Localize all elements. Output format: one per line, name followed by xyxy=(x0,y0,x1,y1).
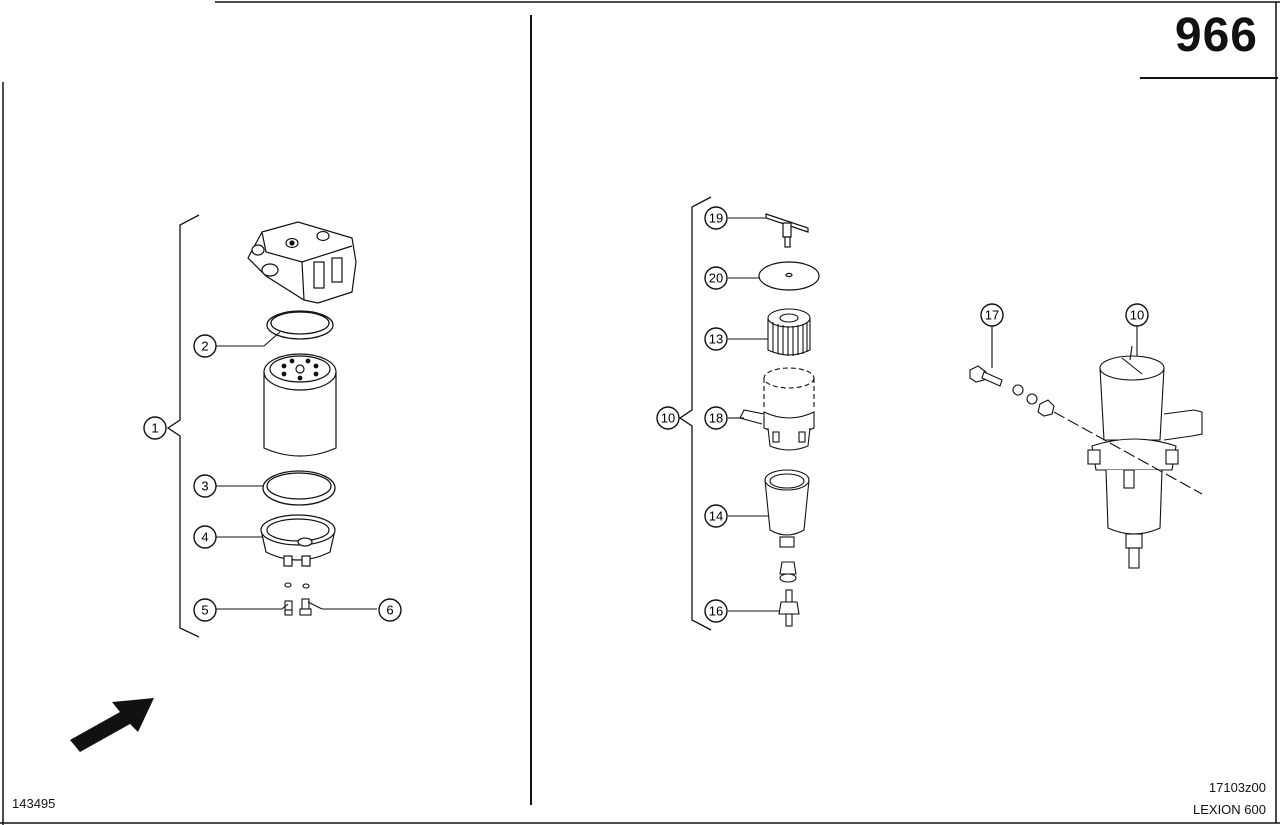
model-name: LEXION 600 xyxy=(1193,802,1266,817)
housing-clamp-18 xyxy=(739,367,815,451)
callout-14: 14 xyxy=(704,504,728,528)
callout-2: 2 xyxy=(193,334,217,358)
drain-plugs-5-6 xyxy=(284,582,312,616)
svg-text:1: 1 xyxy=(151,421,158,436)
callout-17: 17 xyxy=(980,303,1004,327)
svg-text:10: 10 xyxy=(661,411,675,426)
direction-arrow xyxy=(70,698,154,752)
drain-valve-16 xyxy=(778,589,800,627)
leader-lines-left xyxy=(216,331,377,610)
svg-text:20: 20 xyxy=(709,271,723,286)
water-bowl-14 xyxy=(764,469,810,583)
filter-bowl-4 xyxy=(260,514,336,567)
svg-text:19: 19 xyxy=(709,211,723,226)
callout-1: 1 xyxy=(143,416,167,440)
svg-text:18: 18 xyxy=(709,411,723,426)
callout-6: 6 xyxy=(378,598,402,622)
svg-text:2: 2 xyxy=(201,339,208,354)
filter-cartridge xyxy=(263,353,337,457)
svg-text:10: 10 xyxy=(1130,308,1144,323)
t-handle-screw-19 xyxy=(765,213,809,248)
cover-disc-20 xyxy=(758,261,820,291)
callout-19: 19 xyxy=(704,206,728,230)
callouts: 1 2 3 4 5 6 10 19 20 13 18 14 16 17 10 xyxy=(143,206,1149,623)
callout-4: 4 xyxy=(193,525,217,549)
svg-text:6: 6 xyxy=(386,603,393,618)
callout-18: 18 xyxy=(704,406,728,430)
callout-10-assembly: 10 xyxy=(1125,303,1149,327)
svg-text:14: 14 xyxy=(709,509,723,524)
filter-head-part xyxy=(247,221,357,304)
callout-20: 20 xyxy=(704,266,728,290)
svg-text:17: 17 xyxy=(985,308,999,323)
callout-3: 3 xyxy=(193,474,217,498)
assembly-brace-middle xyxy=(678,196,712,631)
leader-lines-right xyxy=(991,326,1138,368)
drawing-id-right: 17103z00 xyxy=(1208,780,1266,795)
callout-10-brace: 10 xyxy=(656,406,680,430)
callout-5: 5 xyxy=(193,598,217,622)
leader-lines-middle xyxy=(728,217,780,612)
callout-13: 13 xyxy=(704,327,728,351)
seal-ring-2 xyxy=(266,310,334,340)
bolt-set-17 xyxy=(969,365,1203,495)
seal-ring-3 xyxy=(262,470,336,506)
drawing-id-left: 143495 xyxy=(12,796,56,811)
svg-text:16: 16 xyxy=(709,604,723,619)
filter-element-13 xyxy=(767,308,811,356)
svg-text:3: 3 xyxy=(201,479,208,494)
svg-text:5: 5 xyxy=(201,603,208,618)
page-number: 966 xyxy=(1174,9,1258,62)
svg-text:13: 13 xyxy=(709,332,723,347)
assembly-brace-left xyxy=(166,214,200,638)
svg-text:4: 4 xyxy=(201,530,208,545)
assembled-fuel-filter xyxy=(1087,345,1203,569)
callout-16: 16 xyxy=(704,599,728,623)
